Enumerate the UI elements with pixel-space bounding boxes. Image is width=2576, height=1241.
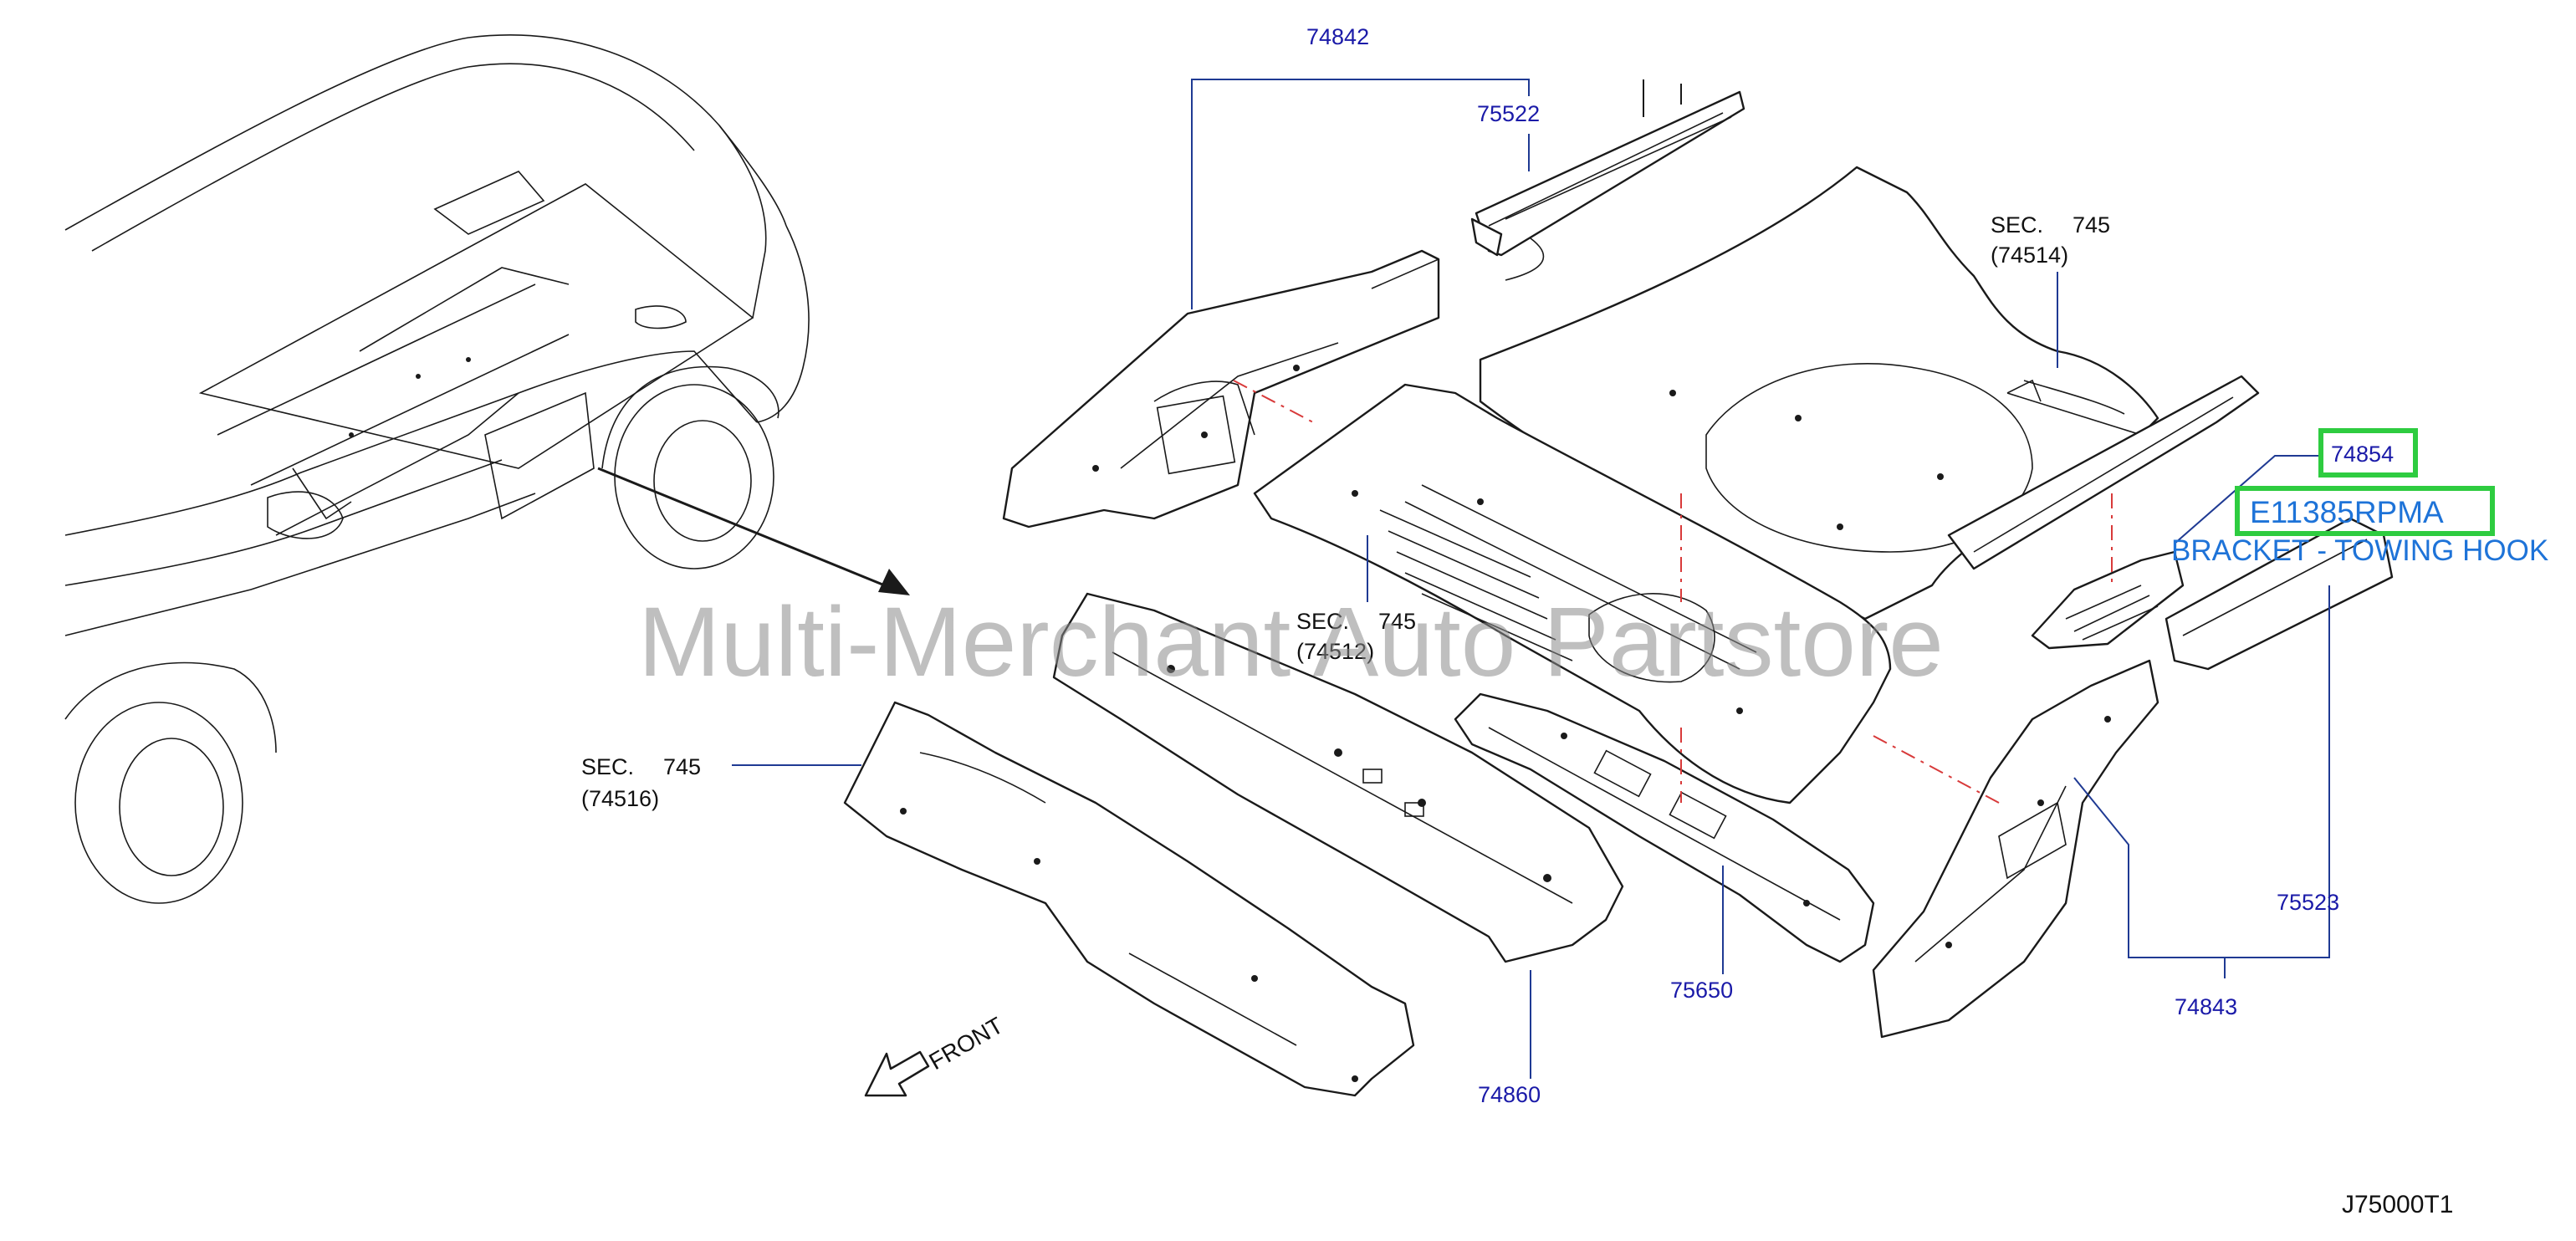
section-number: 745: [2073, 212, 2110, 237]
part-number-74842[interactable]: 74842: [1306, 24, 1369, 49]
part-number-75523[interactable]: 75523: [2277, 890, 2339, 915]
watermark: Multi-Merchant Auto Partstore: [638, 587, 1944, 697]
section-label-74512[interactable]: SEC. 745 (74512): [1296, 609, 1416, 664]
section-prefix: SEC.: [1991, 212, 2043, 237]
part-number-labels: 74842 75522 74860 75650 74843 75523 7485…: [1306, 24, 2418, 1107]
front-arrow-icon: [864, 1050, 930, 1097]
part-75650-crossmember: [1454, 692, 1875, 963]
section-sub-number: (74512): [1296, 639, 1374, 664]
mating-lines: [1233, 380, 2113, 804]
highlight-box-74854: [2318, 428, 2418, 478]
part-74842-side-member: [1002, 249, 1440, 529]
part-number-74843[interactable]: 74843: [2175, 994, 2237, 1019]
part-number-74854[interactable]: 74854: [2331, 442, 2394, 467]
section-sub-number: (74516): [581, 786, 659, 811]
section-sub-number: (74514): [1991, 243, 2068, 268]
section-number: 745: [1378, 609, 1416, 634]
section-prefix: SEC.: [581, 754, 634, 779]
part-74512-floor-panel: [1253, 383, 1892, 804]
towing-hook-callout[interactable]: E11385RPMA BRACKET - TOWING HOOK: [2171, 486, 2548, 567]
section-number: 745: [663, 754, 701, 779]
part-75523-bracket: [2165, 517, 2394, 671]
part-74854-towing-hook-bracket: [2031, 550, 2185, 650]
callout-description: BRACKET - TOWING HOOK: [2171, 534, 2548, 567]
diagram-code: J75000T1: [2342, 1191, 2453, 1218]
vehicle-outline: [64, 34, 810, 904]
part-number-75650[interactable]: 75650: [1670, 978, 1733, 1003]
part-74516-front-floor: [843, 701, 1415, 1097]
section-label-74514[interactable]: SEC. 745 (74514): [1991, 212, 2110, 268]
front-indicator: FRONT: [864, 1012, 1008, 1097]
part-75522-rail: [1470, 79, 1745, 281]
section-prefix: SEC.: [1296, 609, 1349, 634]
callout-part-code[interactable]: E11385RPMA: [2250, 495, 2444, 529]
leader-lines: [732, 79, 2330, 1079]
part-74860-cross-member: [1052, 592, 1624, 963]
front-label: FRONT: [925, 1012, 1008, 1075]
direction-arrow-icon: [597, 467, 910, 595]
part-rear-side-rail-upper: [1947, 375, 2260, 570]
part-74843-side-member: [1872, 659, 2159, 1039]
part-number-74860[interactable]: 74860: [1478, 1082, 1541, 1107]
section-label-74516[interactable]: SEC. 745 (74516): [581, 754, 701, 811]
part-number-75522[interactable]: 75522: [1477, 101, 1540, 126]
highlight-box-part-code: [2235, 486, 2495, 536]
